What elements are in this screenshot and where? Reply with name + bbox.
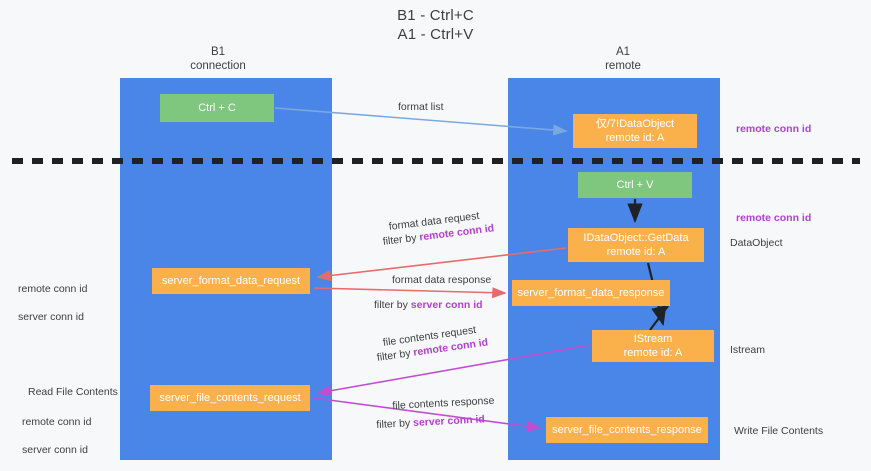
filter-value-server-conn-id: server conn id — [410, 299, 483, 311]
filter-value-server-conn-id: server conn id — [412, 413, 486, 430]
edge-label-file-contents-response: file contents response — [392, 394, 495, 412]
annotation-right-istream: Istream — [730, 344, 766, 356]
filter-prefix: filter by — [376, 346, 415, 364]
column-header-b1: B1 connection — [190, 46, 246, 72]
node-server-file-contents-request[interactable]: server_file_contents_request — [150, 385, 310, 411]
annotation-right-remote-conn-id-top: remote conn id — [736, 123, 812, 135]
annotation-left-remote-conn-id-2: remote conn id — [22, 416, 92, 428]
node-server-format-data-response[interactable]: server_format_data_response — [512, 280, 670, 306]
diagram-title: B1 - Ctrl+C A1 - Ctrl+V — [397, 7, 474, 43]
annotation-left-conn-id-pair-1: remote conn id server conn id — [18, 268, 87, 338]
column-header-a1: A1 remote — [605, 46, 641, 72]
filter-prefix: filter by — [382, 231, 421, 248]
annotation-left-remote-conn-id-1: remote conn id — [18, 283, 88, 295]
annotation-left-conn-id-pair-2: remote conn id server conn id — [22, 401, 91, 471]
node-ctrl-c[interactable]: Ctrl + C — [160, 94, 274, 122]
annotation-right-remote-conn-id-mid: remote conn id — [736, 212, 812, 224]
filter-prefix: filter by — [376, 417, 414, 431]
node-ctrl-v[interactable]: Ctrl + V — [578, 172, 692, 198]
annotation-right-write-file-contents: Write File Contents — [734, 425, 824, 437]
edge-label-file-contents-response-filter: filter by server conn id — [376, 412, 485, 432]
filter-prefix: filter by — [374, 299, 411, 311]
node-istream-remote[interactable]: IStream remote id: A — [592, 330, 714, 362]
node-server-format-data-request[interactable]: server_format_data_request — [152, 268, 310, 294]
edge-label-format-list: format list — [398, 101, 444, 113]
annotation-left-server-conn-id-2: server conn id — [22, 444, 88, 456]
node-server-file-contents-response[interactable]: server_file_contents_response — [546, 417, 708, 443]
node-idataobject-remote[interactable]: 仅/7IDataObject remote id: A — [573, 114, 697, 148]
annotation-left-read-file-contents: Read File Contents — [28, 386, 118, 398]
edge-label-format-data-response: format data response — [392, 274, 492, 286]
annotation-left-server-conn-id-1: server conn id — [18, 311, 84, 323]
edge-label-format-data-response-filter: filter by server conn id — [374, 298, 483, 312]
node-idataobject-getdata[interactable]: IDataObject::GetData remote id: A — [568, 228, 704, 262]
arrow-format-data-response — [313, 287, 507, 299]
annotation-right-dataobject: DataObject — [730, 237, 783, 249]
